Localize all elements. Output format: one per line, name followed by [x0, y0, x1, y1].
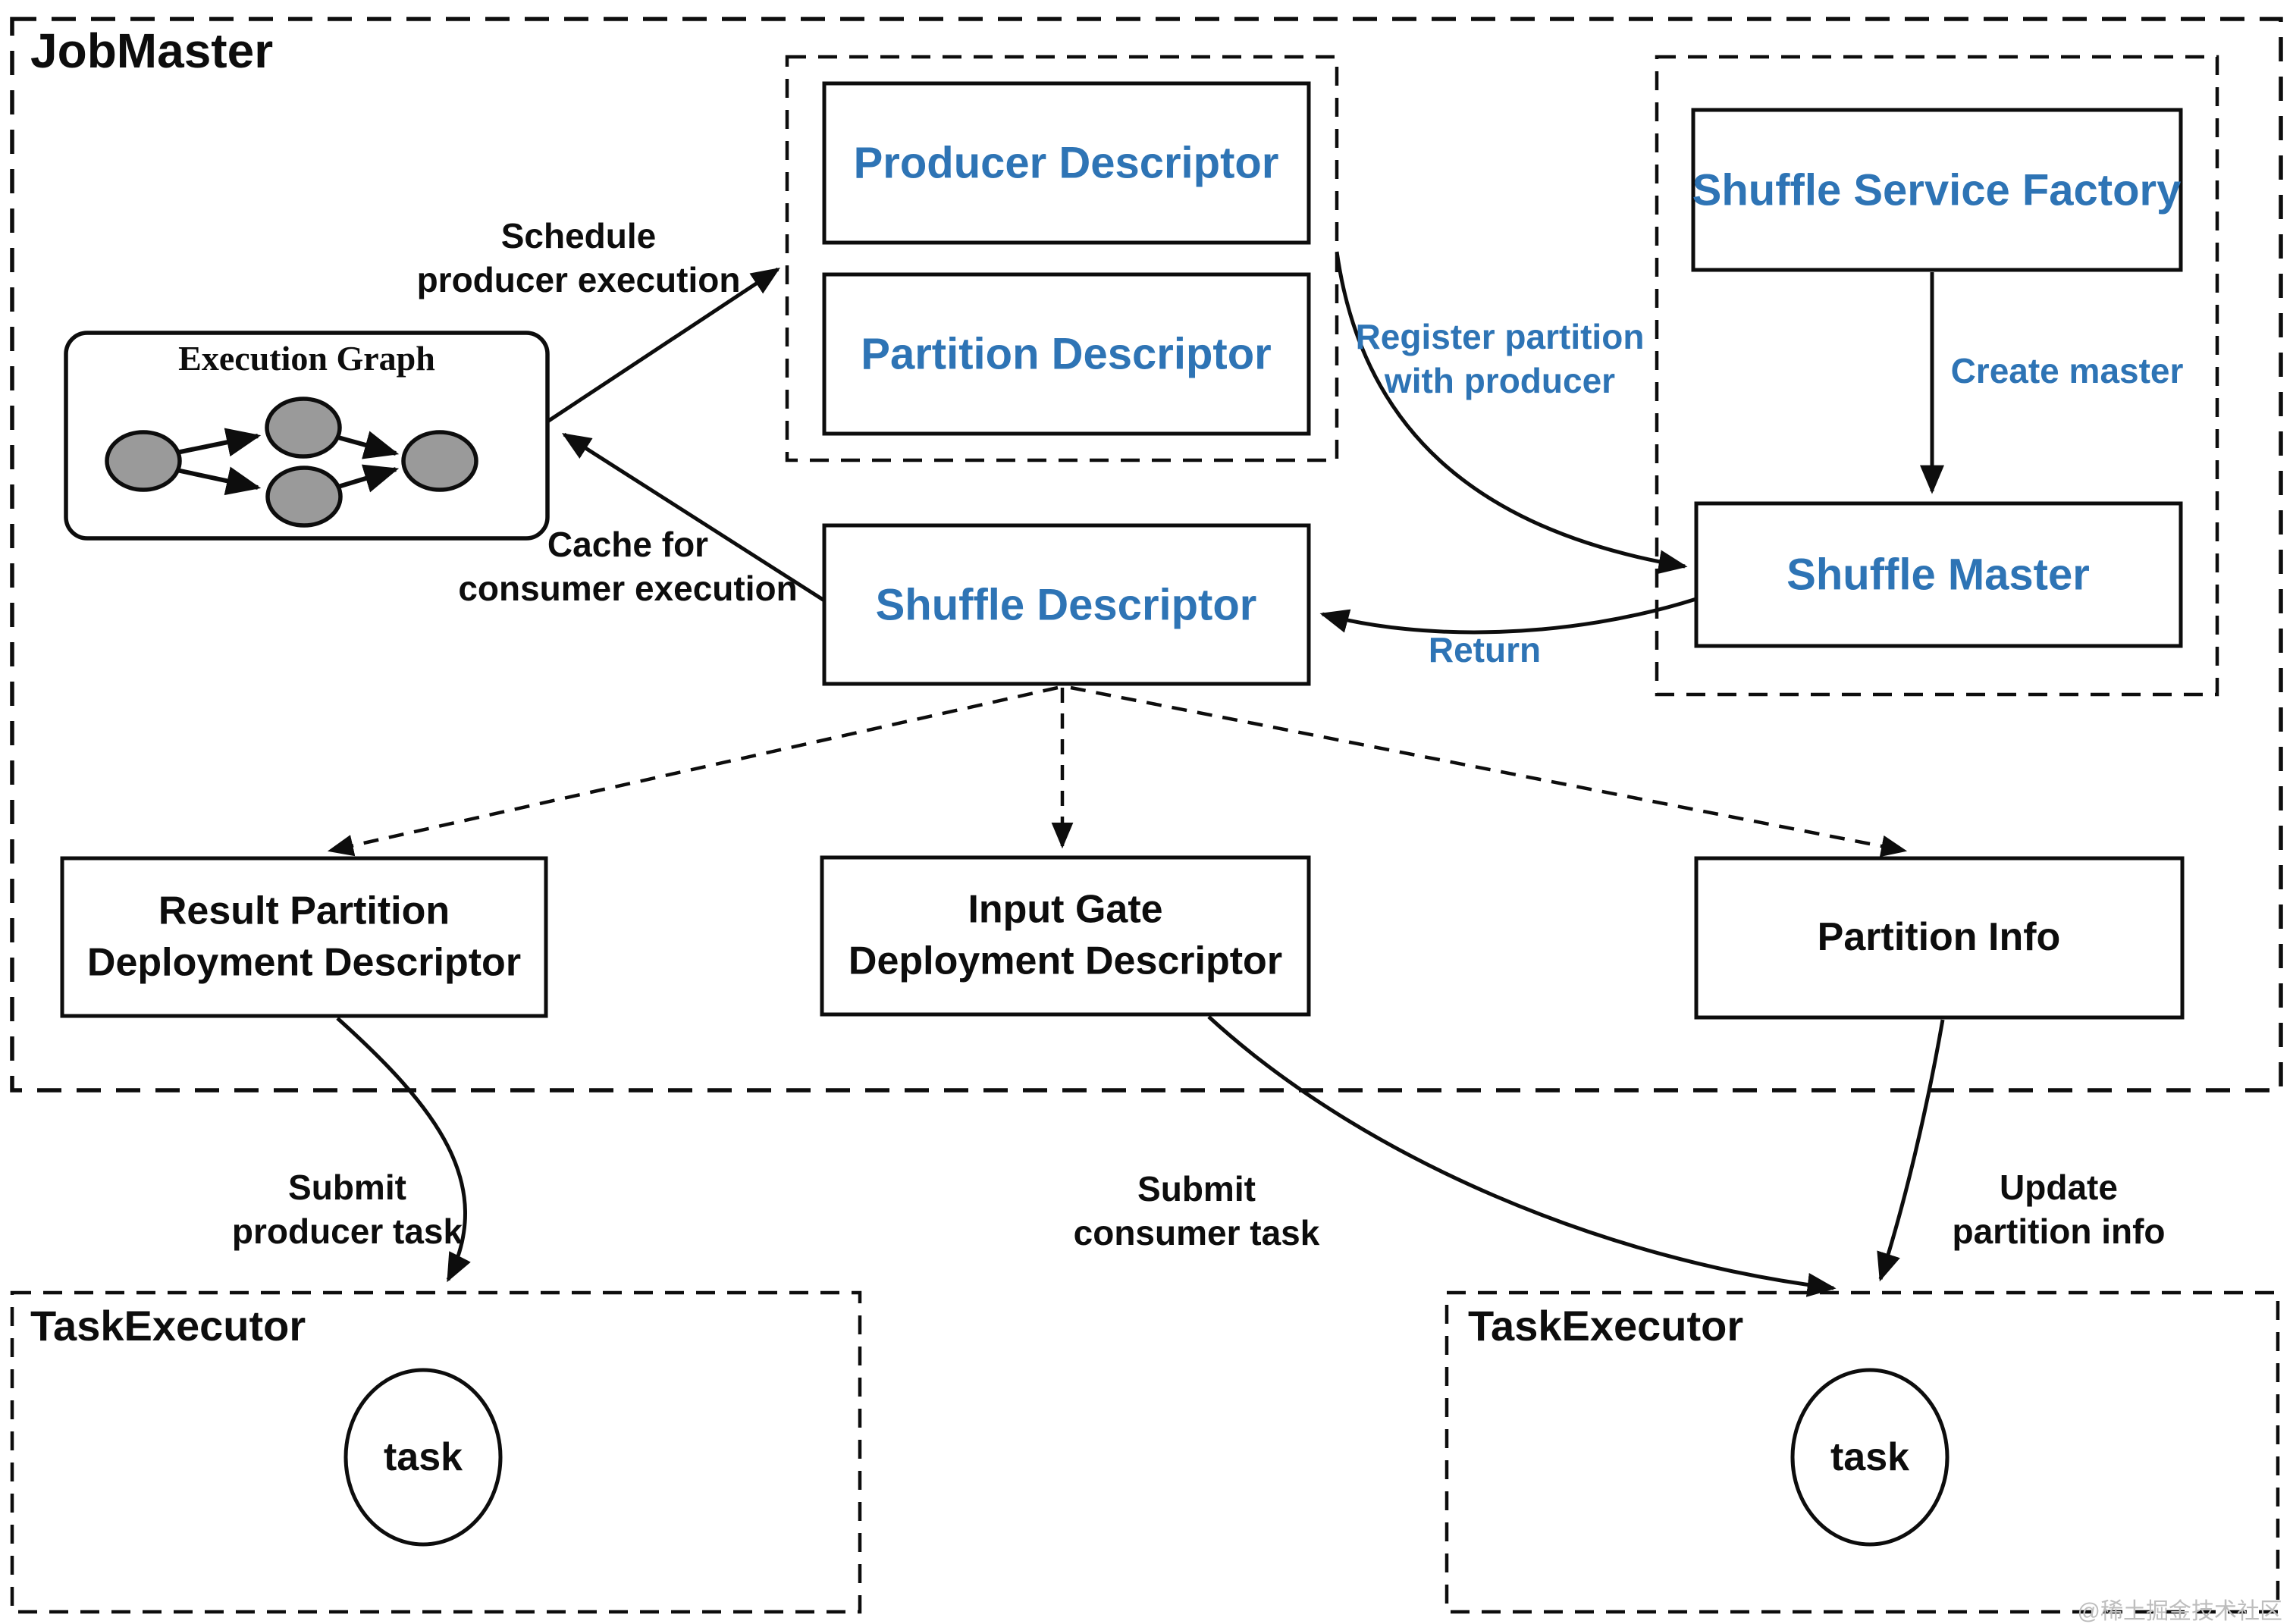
submit-producer-arrow	[336, 1017, 471, 1283]
shuffle-descriptor-box	[822, 523, 1311, 686]
taskexecutor-right-box	[1444, 1290, 2280, 1614]
partition-descriptor-box	[822, 272, 1311, 436]
taskexecutor-left-box	[10, 1290, 862, 1614]
update-partition-line2: partition info	[1952, 1212, 2166, 1251]
producer-descriptor-label: Producer Descriptor	[853, 138, 1279, 188]
execution-graph-node	[401, 430, 478, 492]
update-partition-label: Update partition info	[1952, 1166, 2165, 1254]
shuffle-descriptor-label: Shuffle Descriptor	[875, 580, 1257, 630]
shuffle-to-result-partition-arrow	[327, 685, 1059, 857]
result-partition-label: Result Partition Deployment Descriptor	[87, 886, 521, 988]
task-left-label: task	[383, 1435, 463, 1479]
register-partition-arrow	[1335, 251, 1688, 575]
jobmaster-label: JobMaster	[30, 24, 274, 78]
shuffle-service-factory-label: Shuffle Service Factory	[1692, 165, 2182, 215]
submit-producer-line1: Submit	[288, 1168, 406, 1208]
execution-graph-node	[105, 430, 182, 492]
submit-producer-line2: producer task	[231, 1212, 463, 1251]
submit-consumer-label: Submit consumer task	[1074, 1168, 1320, 1256]
partition-info-label: Partition Info	[1817, 915, 2061, 960]
execution-graph-edge	[337, 431, 400, 459]
submit-consumer-line2: consumer task	[1073, 1213, 1320, 1252]
update-partition-line1: Update	[2000, 1168, 2118, 1208]
return-arrow	[1319, 597, 1697, 635]
return-label: Return	[1428, 630, 1542, 670]
execution-graph-edge	[176, 466, 262, 496]
register-partition-label: Register partition with producer	[1356, 315, 1645, 403]
watermark: @稀土掘金技术社区	[2077, 1599, 2282, 1624]
submit-consumer-line1: Submit	[1137, 1169, 1256, 1209]
input-gate-line1: Input Gate	[968, 887, 1163, 932]
schedule-producer-arrow	[546, 267, 781, 424]
register-partition-line2: with producer	[1384, 361, 1616, 400]
shuffle-master-label: Shuffle Master	[1786, 550, 2090, 600]
producer-descriptor-box	[822, 81, 1311, 245]
shuffle-group-box	[1655, 55, 2219, 697]
submit-consumer-arrow	[1207, 1015, 1837, 1297]
shuffle-master-box	[1694, 501, 2183, 648]
cache-consumer-line1: Cache for	[547, 525, 709, 565]
input-gate-label: Input Gate Deployment Descriptor	[849, 884, 1282, 986]
shuffle-service-factory-box	[1691, 108, 2183, 272]
partition-info-box	[1694, 856, 2185, 1020]
task-right-label: task	[1830, 1435, 1910, 1479]
schedule-producer-line1: Schedule	[500, 216, 657, 256]
result-partition-line2: Deployment Descriptor	[86, 940, 522, 984]
taskexecutor-left-label: TaskExecutor	[30, 1302, 306, 1350]
cache-consumer-line2: consumer execution	[458, 569, 798, 608]
input-gate-box	[820, 855, 1311, 1017]
task-circle-right	[1790, 1368, 1950, 1547]
cache-consumer-arrow	[561, 432, 826, 603]
schedule-producer-line2: producer execution	[416, 260, 741, 299]
execution-graph-node	[265, 466, 343, 528]
jobmaster-box	[10, 17, 2283, 1093]
execution-graph-edge	[176, 428, 262, 457]
register-partition-line1: Register partition	[1355, 317, 1645, 357]
update-partition-arrow	[1877, 1019, 1945, 1282]
execution-graph-dag	[105, 397, 478, 528]
submit-producer-label: Submit producer task	[232, 1166, 463, 1254]
input-gate-line2: Deployment Descriptor	[848, 939, 1283, 983]
execution-graph-title: Execution Graph	[178, 339, 435, 378]
create-master-label: Create master	[1950, 351, 2184, 391]
task-circle-left	[343, 1368, 503, 1547]
partition-descriptor-label: Partition Descriptor	[861, 329, 1272, 379]
taskexecutor-right-label: TaskExecutor	[1468, 1302, 1744, 1350]
execution-graph-node	[265, 397, 342, 459]
shuffle-to-partition-info-arrow	[1070, 685, 1908, 857]
execution-graph-edge	[337, 464, 400, 493]
result-partition-box	[60, 856, 548, 1018]
schedule-producer-label: Schedule producer execution	[417, 215, 741, 303]
cache-consumer-label: Cache for consumer execution	[458, 523, 797, 611]
result-partition-line1: Result Partition	[158, 889, 450, 933]
